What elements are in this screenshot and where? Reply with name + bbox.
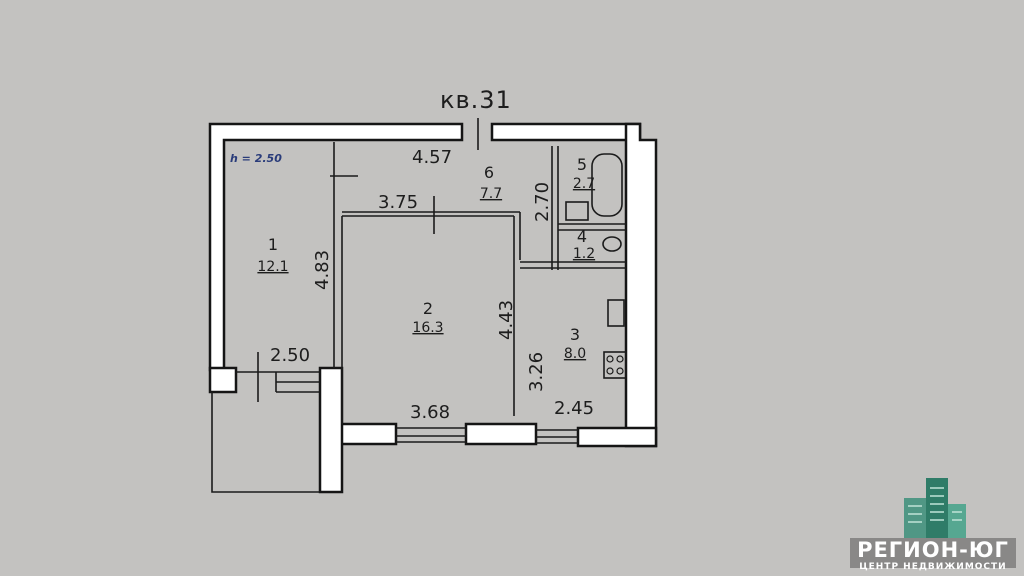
wall-room1-room2 [333,142,343,424]
room-3-area: 8.0 [564,346,586,362]
wall-room2-right [513,212,521,416]
logo-tagline: ЦЕНТР НЕДВИЖИМОСТИ [859,562,1006,572]
room-1-area: 12.1 [257,259,288,275]
outer-wall-right [624,122,658,448]
window-kitchen [536,429,578,444]
ceiling-height-note: h = 2.50 [230,152,282,165]
room-1-number: 1 [268,235,278,254]
dim-kitchen-height: 3.26 [526,352,547,392]
balcony-window [236,371,320,393]
dim-room1-height: 4.83 [312,250,333,290]
outer-wall-top-right [490,122,642,142]
outer-wall-balcony-side [318,366,344,494]
wall-kitchen-top [520,261,626,269]
room-5-number: 5 [577,155,587,174]
apartment-label: кв.31 [440,86,512,114]
buildings-icon [904,478,966,538]
stove [603,351,627,379]
wall-bath-toilet [558,223,626,231]
balcony-pillar [208,366,238,394]
balcony-outline [211,392,320,493]
window-room2 [396,427,466,443]
room-6-area: 7.7 [480,186,502,202]
logo-name: РЕГИОН-ЮГ [857,538,1009,562]
wall-corridor-room2-top [342,211,520,217]
bath-sink [565,201,589,221]
room-6-number: 6 [484,163,494,182]
room-4-area: 1.2 [573,246,595,262]
inner-walls [211,118,626,493]
room-5-area: 2.7 [573,176,595,192]
dim-room2-top-width: 3.75 [378,192,418,213]
company-logo: РЕГИОН-ЮГ ЦЕНТР НЕДВИЖИМОСТИ [850,478,1016,572]
dim-room2-bottom-width: 3.68 [410,402,450,423]
fixtures [565,153,627,379]
dim-balcony-width: 2.50 [270,345,310,366]
room-2-number: 2 [423,299,433,318]
outer-wall-bottom-right [576,426,658,448]
outer-wall-bottom-mid [464,422,538,446]
kitchen-sink [607,299,625,327]
dim-bath-height: 2.70 [532,182,553,222]
room-4-number: 4 [577,227,587,246]
wall-bath-left [551,146,559,270]
toilet [602,236,622,252]
dim-corridor-length: 4.57 [412,147,452,168]
dim-room2-height: 4.43 [496,300,517,340]
room-3-number: 3 [570,325,580,344]
room-2-area: 16.3 [412,320,443,336]
outer-wall-bottom-left [338,422,398,446]
bathtub [591,153,623,217]
dim-kitchen-width: 2.45 [554,398,594,419]
outer-walls [208,122,658,494]
